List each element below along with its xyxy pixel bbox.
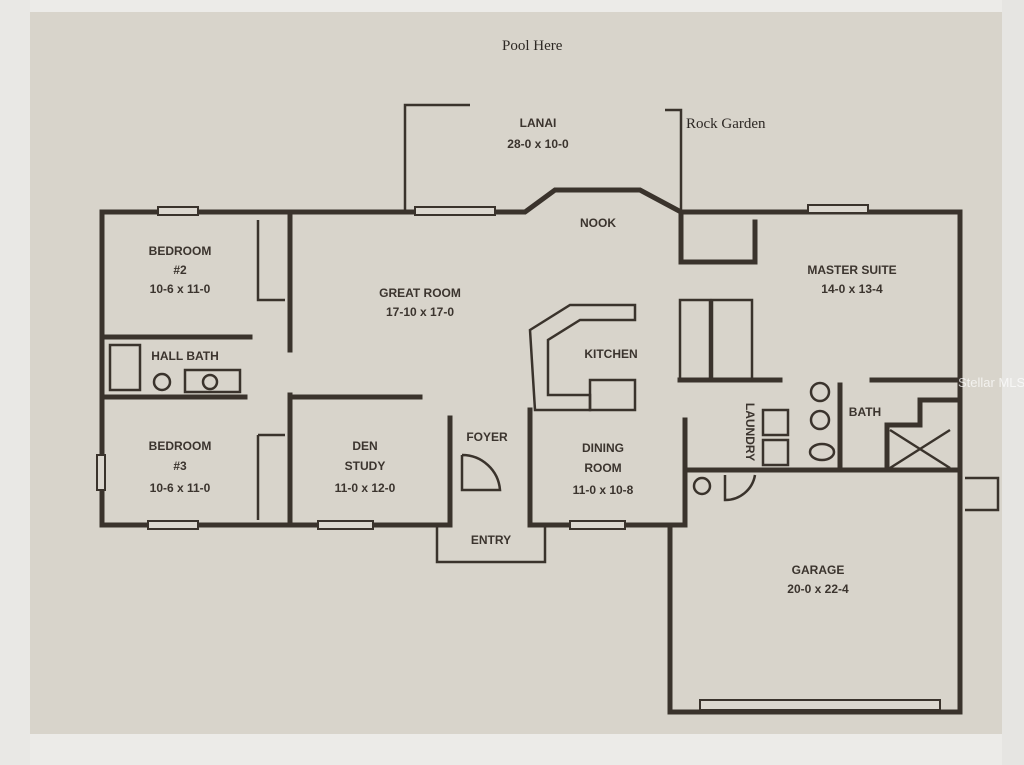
master-suite-label: MASTER SUITE <box>807 263 896 277</box>
dining-sub-label: ROOM <box>584 461 621 475</box>
bedroom3-size: 10-6 x 11-0 <box>150 481 211 495</box>
entry-label: ENTRY <box>471 533 511 547</box>
lanai-label: LANAI <box>520 116 557 130</box>
bedroom2-number: #2 <box>173 263 187 277</box>
great-room-label: GREAT ROOM <box>379 286 461 300</box>
den-size: 11-0 x 12-0 <box>335 481 396 495</box>
windows <box>96 204 941 711</box>
dining-size: 11-0 x 10-8 <box>573 483 634 497</box>
paper-background <box>30 12 1002 734</box>
bedroom2-size: 10-6 x 11-0 <box>150 282 211 296</box>
garage-label: GARAGE <box>792 563 845 577</box>
den-sub-label: STUDY <box>345 459 386 473</box>
interior-walls <box>99 209 958 528</box>
laundry-label: LAUNDRY <box>743 403 757 461</box>
rock-garden-note: Rock Garden <box>686 116 766 132</box>
pool-note: Pool Here <box>502 38 563 54</box>
lanai-outline <box>403 103 683 212</box>
bath-label: BATH <box>849 405 881 419</box>
fixtures <box>108 220 1000 564</box>
kitchen-label: KITCHEN <box>584 347 637 361</box>
bedroom2-label: BEDROOM <box>149 244 212 258</box>
dining-label: DINING <box>582 441 624 455</box>
hall-bath-label: HALL BATH <box>151 349 219 363</box>
den-label: DEN <box>352 439 377 453</box>
master-suite-size: 14-0 x 13-4 <box>821 282 883 296</box>
great-room-size: 17-10 x 17-0 <box>386 305 454 319</box>
foyer-label: FOYER <box>466 430 508 444</box>
bedroom3-number: #3 <box>173 459 187 473</box>
bedroom3-label: BEDROOM <box>149 439 212 453</box>
nook-label: NOOK <box>580 216 616 230</box>
watermark: Stellar MLS <box>958 375 1024 390</box>
lanai-size: 28-0 x 10-0 <box>507 137 569 151</box>
garage-size: 20-0 x 22-4 <box>787 582 849 596</box>
